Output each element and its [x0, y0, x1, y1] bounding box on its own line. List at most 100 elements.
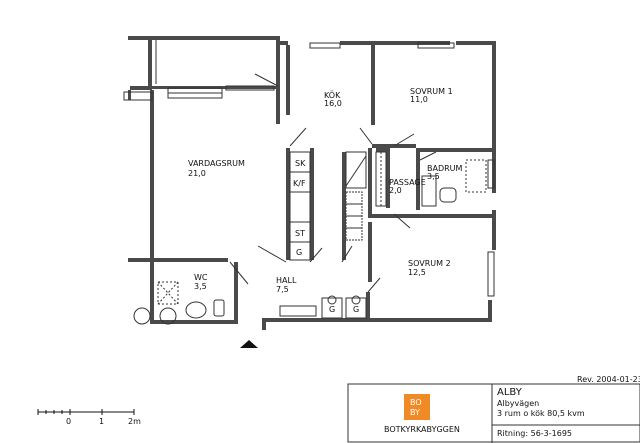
- wall-segment: [492, 41, 496, 193]
- apartment-description: 3 rum o kök 80,5 kvm: [497, 409, 585, 418]
- scale-tick-1: 1: [99, 417, 104, 426]
- shower: [465, 159, 487, 193]
- entrance-arrow-icon: [240, 340, 258, 348]
- drawing-number: Ritning: 56-3-1695: [497, 429, 572, 438]
- wall-segment: [386, 152, 390, 208]
- fixture-label-g: G: [296, 248, 302, 257]
- appliance-box: [321, 297, 343, 319]
- title-block-border: [347, 383, 640, 443]
- wall-segment: [366, 292, 370, 322]
- window: [487, 251, 495, 297]
- wall-segment: [276, 36, 280, 124]
- appliance-detail: [327, 295, 337, 305]
- wall-segment: [262, 318, 370, 322]
- hall-bench: [279, 305, 317, 317]
- appliance-detail: [351, 295, 361, 305]
- room-area-kok: 16,0: [324, 99, 342, 108]
- wall-segment: [492, 210, 496, 250]
- wall-segment: [371, 45, 375, 125]
- door-swing: [341, 245, 353, 263]
- door-swing: [254, 73, 279, 87]
- title-block-frame: [347, 383, 640, 443]
- wall-segment: [234, 262, 238, 324]
- washbasin: [421, 175, 437, 207]
- wall-segment: [150, 90, 154, 258]
- door-swing: [257, 245, 287, 263]
- fixture-label-kf: K/F: [293, 179, 306, 188]
- wall-segment: [416, 148, 492, 152]
- wall-segment: [128, 90, 131, 100]
- room-label-sovrum1: SOVRUM 1: [410, 87, 453, 96]
- wall-segment: [456, 41, 496, 45]
- room-label-vardagsrum: VARDAGSRUM: [188, 159, 245, 168]
- botkyrkabyggen-logo: BO BY: [404, 394, 430, 420]
- door-swing: [419, 151, 437, 161]
- wall-segment: [340, 41, 350, 45]
- room-area-wc: 3,5: [194, 282, 207, 291]
- toilet: [439, 187, 457, 203]
- fixture-label-sk: SK: [295, 159, 306, 168]
- wall-segment: [150, 320, 238, 324]
- door-swings: [229, 73, 437, 293]
- window: [487, 159, 495, 189]
- room-area-sovrum1: 11,0: [410, 95, 428, 104]
- wall-segment: [342, 152, 346, 260]
- wall-segment: [350, 41, 450, 45]
- door-swing: [309, 247, 323, 263]
- window: [309, 42, 341, 49]
- window: [123, 91, 153, 101]
- wall-segment: [368, 222, 372, 282]
- logo-letters: BY: [410, 408, 420, 417]
- wall-segment: [128, 36, 278, 40]
- wall-segment: [150, 262, 154, 320]
- closet: [345, 151, 367, 189]
- walls: [128, 36, 496, 330]
- wall-segment: [280, 41, 288, 45]
- room-area-sovrum2: 12,5: [408, 268, 426, 277]
- street-name: Albyvägen: [497, 399, 540, 408]
- room-label-passage: PASSAGE: [389, 178, 426, 187]
- appliance-box: [345, 297, 367, 319]
- wall-segment: [286, 148, 290, 260]
- door-swing: [393, 213, 411, 229]
- room-label-kok: KÖK: [324, 90, 341, 100]
- window: [417, 42, 455, 49]
- room-area-hall: 7,5: [276, 285, 289, 294]
- room-area-vardagsrum: 21,0: [188, 169, 206, 178]
- company-name: BOTKYRKABYGGEN: [384, 425, 460, 434]
- area-title: ALBY: [497, 387, 522, 398]
- door-swing: [393, 133, 415, 147]
- wc-cabinet: [157, 281, 179, 305]
- wall-segment: [368, 148, 372, 218]
- door-swing: [289, 127, 307, 147]
- room-labels: KÖK 16,0 SOVRUM 1 11,0 VARDAGSRUM 21,0 B…: [188, 87, 463, 294]
- wall-segment: [372, 214, 492, 218]
- wall-segment: [130, 86, 152, 90]
- toilet: [185, 301, 207, 319]
- fixtures: [133, 40, 487, 325]
- room-label-wc: WC: [194, 273, 208, 282]
- outdoor-item: [159, 307, 177, 325]
- wall-segment: [370, 318, 492, 322]
- wall-segment: [376, 148, 390, 152]
- wall-segment: [286, 45, 290, 115]
- wall-segment: [148, 40, 152, 86]
- windows: [123, 42, 495, 297]
- scale-tick-0: 0: [66, 417, 71, 426]
- fixture-labels: SK K/F ST G G G: [293, 159, 359, 314]
- door-swing: [359, 127, 373, 145]
- room-area-badrum: 3,5: [427, 172, 440, 181]
- wall-segment: [310, 148, 314, 260]
- room-label-badrum: BADRUM: [427, 164, 463, 173]
- revision-date: Rev. 2004-01-23: [577, 375, 640, 384]
- outdoor-item: [133, 307, 151, 325]
- wall-segment: [128, 258, 228, 262]
- door-swing: [367, 277, 381, 293]
- scale-bar: [37, 409, 135, 415]
- room-label-hall: HALL: [276, 276, 297, 285]
- wall-segment: [488, 300, 492, 322]
- fixture-label-g: G: [329, 305, 335, 314]
- fixture-label-st: ST: [295, 229, 305, 238]
- room-area-passage: 2,0: [389, 186, 402, 195]
